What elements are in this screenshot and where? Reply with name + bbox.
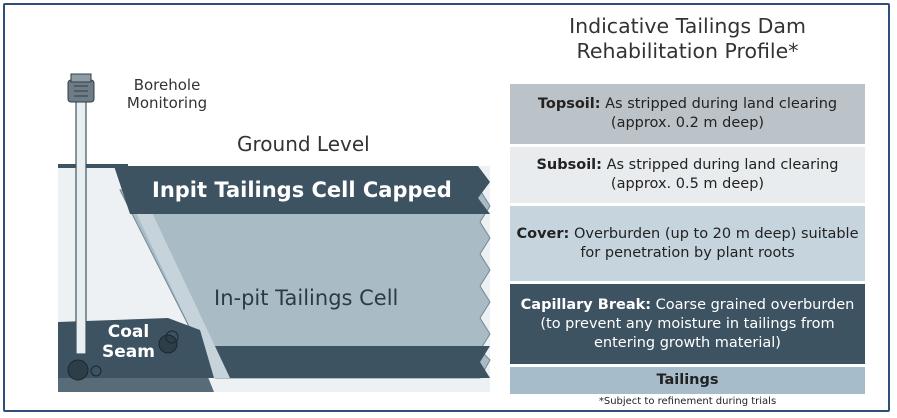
coal-seam-lower bbox=[58, 345, 214, 392]
layer-cover: Cover: Overburden (up to 20 m deep) suit… bbox=[510, 206, 865, 281]
layer-topsoil: Topsoil: As stripped during land clearin… bbox=[510, 84, 865, 144]
pit-wall bbox=[114, 166, 230, 378]
borehole-cap-top bbox=[70, 73, 92, 83]
profile-title: Indicative Tailings Dam Rehabilitation P… bbox=[569, 14, 806, 63]
footnote: *Subject to refinement during trials bbox=[598, 396, 777, 407]
layer-name: Subsoil: bbox=[536, 157, 602, 173]
layer-desc: As stripped during land clearing (approx… bbox=[605, 96, 838, 131]
layer-name: Cover: bbox=[516, 225, 570, 242]
rock-circle bbox=[67, 359, 89, 381]
rock-circle bbox=[165, 330, 179, 344]
rock-circle bbox=[90, 365, 102, 377]
layer-desc: Overburden (up to 20 m deep) suitable fo… bbox=[573, 225, 859, 261]
borehole-pipe bbox=[75, 99, 87, 355]
layer-name: Topsoil: bbox=[537, 96, 601, 112]
layer-name: Tailings bbox=[656, 372, 719, 388]
capped-cell-label: Inpit Tailings Cell Capped bbox=[152, 178, 452, 202]
rock-circle bbox=[158, 334, 178, 354]
layer-desc: As stripped during land clearing (approx… bbox=[606, 157, 839, 192]
layer-tailings: Tailings bbox=[510, 367, 865, 394]
bottom-strip bbox=[205, 346, 490, 378]
diagram-frame bbox=[3, 3, 890, 412]
layer-capillary-break: Capillary Break: Coarse grained overburd… bbox=[510, 284, 865, 364]
inpit-cell-label: In-pit Tailings Cell bbox=[214, 286, 399, 310]
layer-desc: Coarse grained overburden (to prevent an… bbox=[540, 296, 855, 351]
capped-cell-band bbox=[114, 166, 490, 214]
coal-seam-label: Coal Seam bbox=[102, 322, 155, 362]
layer-name: Capillary Break: bbox=[520, 296, 652, 313]
borehole-label: Borehole Monitoring bbox=[126, 76, 208, 112]
ground-level-label: Ground Level bbox=[237, 132, 370, 156]
layer-subsoil: Subsoil: As stripped during land clearin… bbox=[510, 147, 865, 203]
